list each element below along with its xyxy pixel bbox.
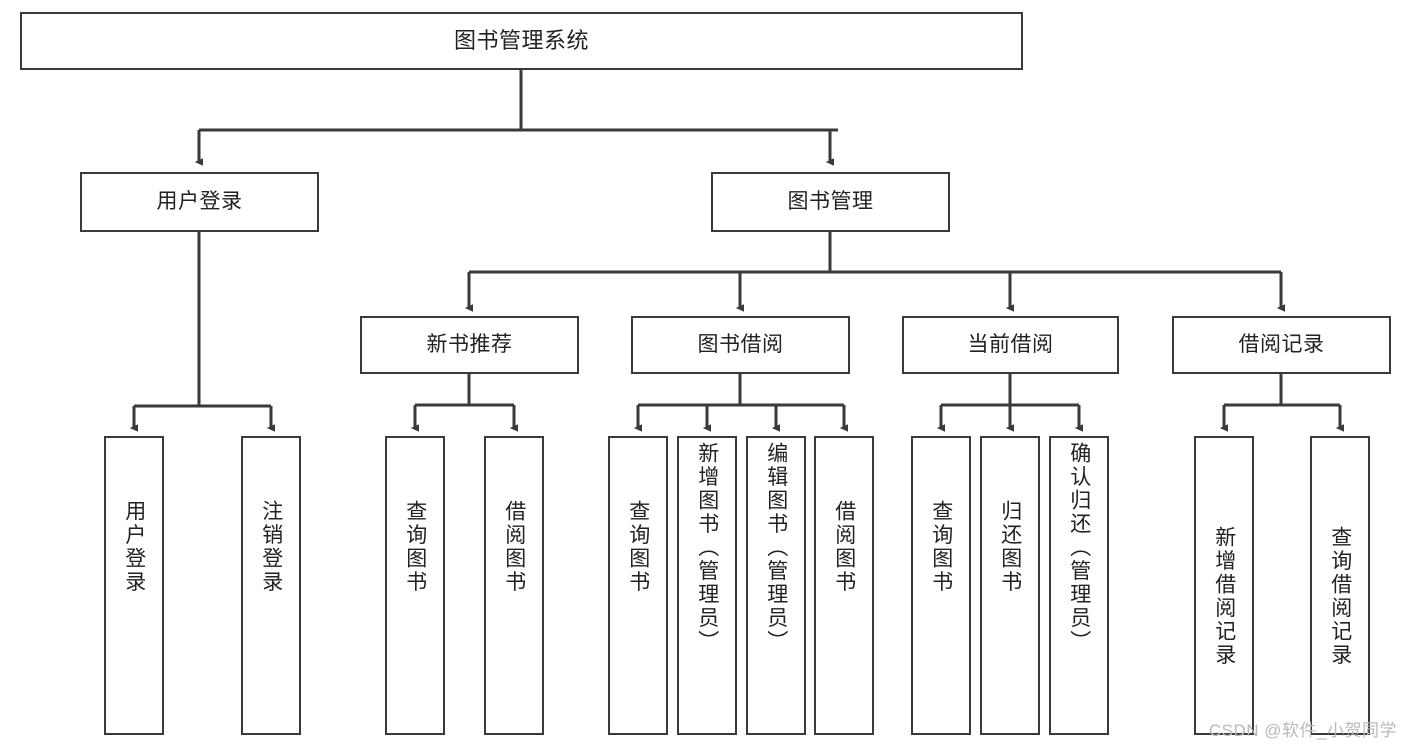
node-label: 注销登录 [259,500,283,594]
leaf-query-book-newbook[interactable]: 查询图书 [385,436,445,735]
node-root-system[interactable]: 图书管理系统 [20,12,1023,70]
leaf-confirm-return-admin[interactable]: 确认归还（管理员） [1049,436,1109,735]
node-book-borrow[interactable]: 图书借阅 [631,316,850,374]
leaf-borrow-book-borrow[interactable]: 借阅图书 [814,436,874,735]
leaf-borrow-book-newbook[interactable]: 借阅图书 [484,436,544,735]
node-label: 确认归还（管理员） [1067,442,1091,654]
leaf-edit-book-admin[interactable]: 编辑图书（管理员） [746,436,806,735]
node-label: 新增图书（管理员） [695,442,719,654]
node-label: 查询图书 [403,500,427,594]
node-label: 图书管理 [787,189,874,213]
node-new-book-recommend[interactable]: 新书推荐 [360,316,579,374]
leaf-query-book-borrow[interactable]: 查询图书 [608,436,668,735]
leaf-logout[interactable]: 注销登录 [241,436,301,735]
csdn-watermark: CSDN @软件_小贺同学 [1208,721,1397,740]
leaf-return-book[interactable]: 归还图书 [980,436,1040,735]
node-label: 图书借阅 [697,332,784,356]
node-user-login[interactable]: 用户登录 [80,172,319,232]
node-label: 查询借阅记录 [1328,526,1352,667]
leaf-add-book-admin[interactable]: 新增图书（管理员） [677,436,737,735]
node-label: 图书管理系统 [453,28,589,54]
leaf-query-book-current[interactable]: 查询图书 [911,436,971,735]
node-label: 新增借阅记录 [1212,526,1236,667]
leaf-query-borrow-record[interactable]: 查询借阅记录 [1310,436,1370,735]
leaf-user-login[interactable]: 用户登录 [104,436,164,735]
node-label: 查询图书 [626,500,650,594]
node-label: 编辑图书（管理员） [764,442,788,654]
node-label: 用户登录 [156,189,243,213]
node-label: 借阅记录 [1238,332,1325,356]
node-label: 归还图书 [998,500,1022,594]
node-book-management[interactable]: 图书管理 [711,172,950,232]
node-current-borrow[interactable]: 当前借阅 [902,316,1119,374]
node-borrow-record[interactable]: 借阅记录 [1172,316,1391,374]
leaf-add-borrow-record[interactable]: 新增借阅记录 [1194,436,1254,735]
node-label: 借阅图书 [502,500,526,594]
node-label: 当前借阅 [967,332,1054,356]
node-label: 用户登录 [122,500,146,594]
node-label: 借阅图书 [832,500,856,594]
node-label: 新书推荐 [426,332,513,356]
node-label: 查询图书 [929,500,953,594]
